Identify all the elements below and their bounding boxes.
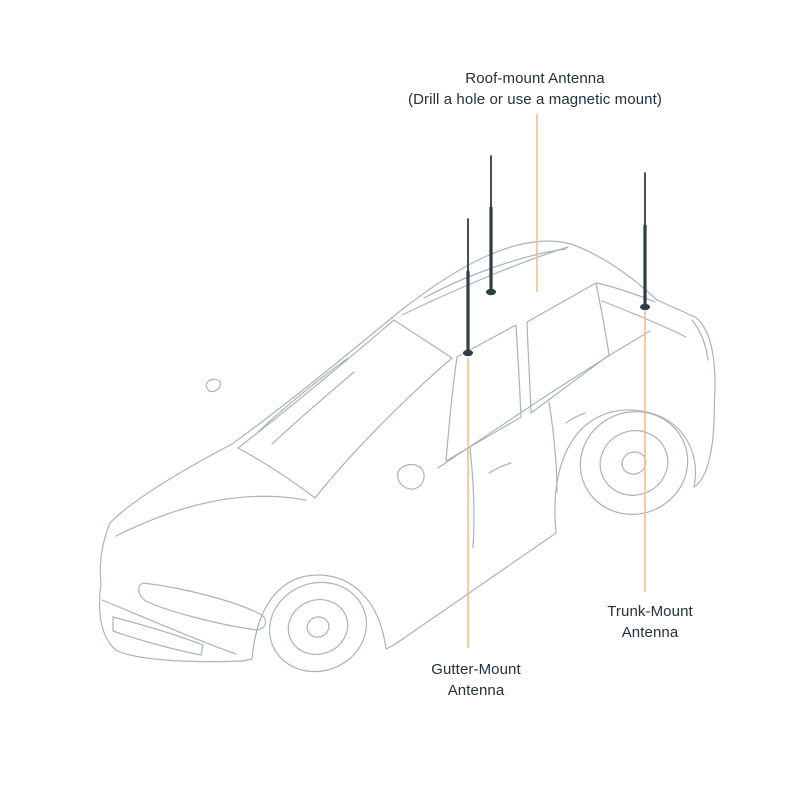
headlight — [138, 582, 267, 631]
front-door-seam — [469, 447, 475, 549]
antennas — [466, 155, 647, 354]
roof-gutter-line — [401, 246, 569, 316]
car-illustration — [98, 240, 716, 673]
gutter-mount-callout: Gutter-Mount Antenna — [386, 659, 566, 701]
windshield-reflection-1 — [257, 357, 349, 433]
roof-mount-callout: Roof-mount Antenna (Drill a hole or use … — [355, 68, 715, 110]
front-bumper-line — [101, 599, 237, 655]
front-door-handle — [488, 462, 512, 474]
c-pillar-line — [596, 282, 656, 303]
side-mirror — [397, 463, 425, 490]
front-wheel-rim — [287, 599, 349, 655]
gutter-mount-callout-line1: Gutter-Mount — [431, 661, 521, 678]
roof-rib — [423, 248, 567, 299]
trunk-mount-callout-line1: Trunk-Mount — [607, 603, 693, 620]
trunk-mount-callout-line2: Antenna — [621, 624, 679, 641]
rear-wheel-outer — [579, 411, 689, 515]
car-body-outline — [98, 240, 716, 663]
gutter-antenna-base — [463, 349, 473, 357]
roof-mount-callout-subtitle: (Drill a hole or use a magnetic mount) — [408, 91, 662, 108]
windshield — [237, 319, 453, 499]
gutter-mount-callout-line2: Antenna — [447, 682, 505, 699]
rear-door-window — [526, 282, 610, 414]
beltline — [437, 330, 651, 469]
rear-wheel-rim — [599, 430, 669, 496]
antenna-bases — [463, 288, 650, 357]
rear-door-handle — [565, 412, 586, 424]
front-wheel-hub — [306, 616, 330, 638]
rear-door-seam — [548, 401, 558, 493]
leader-lines — [467, 114, 646, 648]
hood-crease — [115, 495, 307, 537]
grille — [112, 616, 204, 656]
front-door-window — [445, 324, 522, 462]
trunk-antenna-base — [640, 303, 650, 311]
windshield-reflection-2 — [271, 371, 355, 445]
roof-mount-callout-title: Roof-mount Antenna — [465, 70, 605, 87]
rear-lamp — [691, 319, 709, 361]
front-wheel-outer — [268, 581, 368, 673]
trunk-mount-callout: Trunk-Mount Antenna — [560, 601, 740, 643]
roof-antenna-base — [486, 288, 496, 296]
far-side-mirror — [205, 378, 221, 393]
